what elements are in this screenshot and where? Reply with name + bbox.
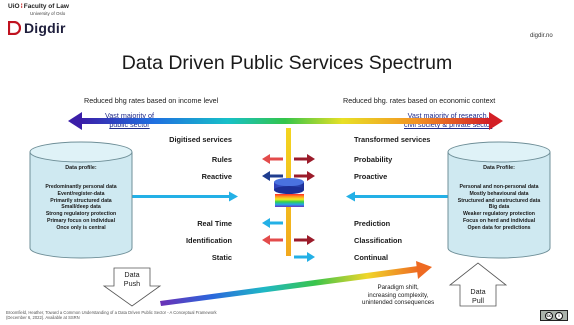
arrow-reactive-left bbox=[262, 171, 283, 181]
label-static: Static bbox=[211, 253, 232, 262]
digdir-wordmark: Digdir bbox=[24, 20, 66, 36]
label-identification: Identification bbox=[186, 236, 232, 245]
left-small-arrows bbox=[262, 154, 283, 245]
label-probability: Probability bbox=[354, 155, 393, 164]
right-cylinder-item: Big data bbox=[488, 204, 510, 211]
right-cylinder-item: Open data for predictions bbox=[467, 224, 531, 231]
digdir-logo: Digdir bbox=[8, 20, 66, 36]
left-cylinder-title: Data profile: bbox=[65, 165, 97, 171]
top-right-label: Reduced bhg. rates based on economic con… bbox=[343, 96, 496, 105]
digdir-d-icon bbox=[8, 21, 21, 35]
data-push-label: Data Push bbox=[114, 270, 150, 288]
paradigm-line-2: increasing complexity, bbox=[367, 291, 429, 299]
diagonal-rainbow-arrow bbox=[160, 261, 432, 306]
left-cylinder-item: Strong regulatory protection bbox=[45, 211, 117, 218]
digdir-url: digdir.no bbox=[530, 33, 553, 39]
right-cylinder-list: Personal and non-personal data Mostly be… bbox=[448, 184, 550, 232]
cc-license-badge: cc i bbox=[540, 310, 568, 321]
citation: Broomfield, Heather, Toward a Common Und… bbox=[6, 310, 217, 320]
right-cylinder-arrow bbox=[346, 191, 450, 202]
by-icon: i bbox=[555, 311, 563, 320]
right-cylinder-item: Structured and unstructured data bbox=[457, 197, 541, 204]
data-pull-line-2: Pull bbox=[472, 296, 484, 305]
left-cylinder-item: Primarily structured data bbox=[50, 197, 112, 204]
left-cylinder-item: Predominantly personal data bbox=[45, 184, 117, 190]
right-cylinder-item: Mostly behavioural data bbox=[469, 190, 529, 197]
majority-right-line-1: Vast majority of research, bbox=[407, 111, 489, 120]
majority-right: Vast majority of research, civil society… bbox=[404, 111, 492, 129]
majority-right-line-2: civil society & private sector bbox=[404, 120, 493, 129]
label-digitised-services: Digitised services bbox=[169, 135, 232, 144]
citation-line-2: (December 6, 2022). Available at SSRN bbox=[6, 315, 80, 321]
right-cylinder-item: Focus on herd and individual bbox=[462, 217, 536, 224]
central-disk-icon bbox=[274, 178, 304, 194]
citation-line-1: Broomfield, Heather, Toward a Common Und… bbox=[6, 310, 217, 315]
arrow-proactive-right bbox=[294, 171, 315, 181]
arrow-probability-right bbox=[294, 154, 315, 164]
right-cylinder-icon bbox=[447, 141, 551, 259]
label-reactive: Reactive bbox=[201, 172, 232, 181]
arrow-rules-left bbox=[262, 154, 283, 164]
data-pull-line-1: Data bbox=[470, 287, 486, 296]
uio-university: University of Oslo bbox=[30, 11, 66, 16]
arrow-head-left bbox=[68, 112, 82, 130]
paradigm-line-1: Paradigm shift, bbox=[377, 284, 419, 291]
uio-faculty: Faculty of Law bbox=[23, 3, 69, 10]
spectrum-double-arrow bbox=[68, 112, 503, 130]
data-push-line-1: Data bbox=[124, 270, 140, 279]
paradigm-note: Paradigm shift, increasing complexity, u… bbox=[362, 284, 434, 307]
left-cylinder-icon bbox=[29, 141, 133, 259]
uio-separator: ⁞ bbox=[20, 3, 23, 10]
right-small-arrows bbox=[294, 154, 315, 262]
prism-block-icon bbox=[275, 194, 304, 207]
arrow-continual-right bbox=[294, 252, 315, 262]
label-rules: Rules bbox=[211, 155, 232, 164]
arrow-realtime-left bbox=[262, 218, 283, 228]
right-cylinder-title: Data Profile: bbox=[483, 165, 515, 171]
right-cylinder-item: Weaker regulatory protection bbox=[463, 211, 535, 218]
arrow-classification-right bbox=[294, 235, 315, 245]
label-transformed-services: Transformed services bbox=[354, 135, 431, 144]
uio-prefix: UiO bbox=[8, 3, 20, 10]
data-pull-label: Data Pull bbox=[460, 287, 496, 305]
cc-icon: cc bbox=[545, 311, 553, 320]
left-cylinder-list: Predominantly personal data Event/regist… bbox=[30, 184, 132, 232]
uio-logo: UiO⁞Faculty of Law bbox=[8, 3, 69, 10]
left-cylinder-item: Event/register-data bbox=[57, 190, 105, 197]
label-prediction: Prediction bbox=[354, 219, 391, 228]
right-cylinder-item: Personal and non-personal data bbox=[459, 184, 539, 190]
arrow-head-right bbox=[489, 112, 503, 130]
page-title: Data Driven Public Services Spectrum bbox=[121, 52, 453, 74]
paradigm-line-3: unintended consequences bbox=[362, 299, 435, 307]
majority-left-line-2: public sector bbox=[109, 120, 150, 129]
label-real-time: Real Time bbox=[197, 219, 232, 228]
label-proactive: Proactive bbox=[354, 172, 388, 181]
majority-left: Vast majority of public sector bbox=[105, 111, 154, 129]
label-continual: Continual bbox=[354, 253, 389, 262]
data-pull-arrow bbox=[448, 262, 508, 307]
left-cylinder-arrow bbox=[130, 191, 238, 202]
top-left-label: Reduced bhg rates based on income level bbox=[84, 96, 219, 105]
left-cylinder-item: Once only is central bbox=[56, 224, 106, 231]
majority-left-line-1: Vast majority of bbox=[105, 111, 154, 120]
left-cylinder-item: Small/deep data bbox=[61, 204, 101, 211]
arrow-identification-left bbox=[262, 235, 283, 245]
left-cylinder-item: Primary focus on individual bbox=[46, 217, 116, 224]
data-push-arrow bbox=[102, 267, 162, 307]
label-classification: Classification bbox=[354, 236, 403, 245]
data-push-line-2: Push bbox=[123, 279, 141, 288]
